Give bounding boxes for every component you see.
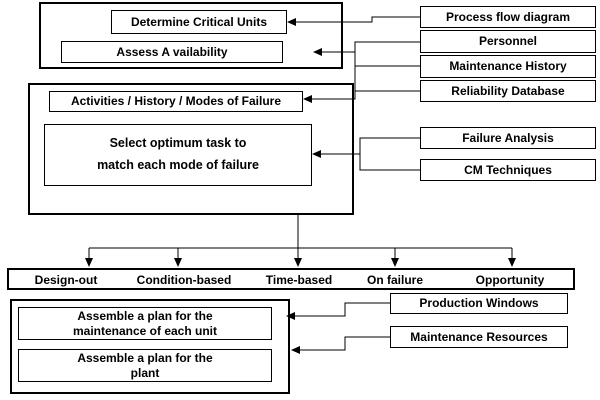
arrow-production-windows bbox=[286, 302, 390, 320]
process-flow-diagram-label: Process flow diagram bbox=[445, 9, 571, 24]
determine-critical-units-box: Determine Critical Units bbox=[111, 10, 287, 34]
arrow-activities bbox=[303, 91, 356, 103]
process-flow-diagram-box: Process flow diagram bbox=[420, 6, 596, 28]
activities-history-box: Activities / History / Modes of Failure bbox=[49, 91, 303, 112]
option-condition-based: Condition-based bbox=[136, 273, 232, 287]
maintenance-resources-label: Maintenance Resources bbox=[410, 329, 548, 344]
select-optimum-task-box: Select optimum task to match each mode o… bbox=[44, 124, 312, 186]
arrow-maintenance-resources bbox=[291, 336, 390, 354]
personnel-box: Personnel bbox=[420, 30, 596, 53]
plan-plant-box: Assemble a plan for the plant bbox=[18, 349, 272, 382]
production-windows-box: Production Windows bbox=[390, 293, 568, 314]
maintenance-resources-box: Maintenance Resources bbox=[390, 326, 568, 348]
assess-availability-label: Assess A vailability bbox=[116, 44, 228, 59]
option-time-based: Time-based bbox=[265, 273, 333, 287]
select-optimum-task-line2: match each mode of failure bbox=[97, 158, 259, 172]
plan-plant-line2: plant bbox=[130, 365, 160, 380]
bracket-failure-cm bbox=[359, 137, 420, 171]
determine-critical-units-label: Determine Critical Units bbox=[130, 14, 268, 29]
assess-availability-box: Assess A vailability bbox=[61, 41, 283, 63]
reliability-database-box: Reliability Database bbox=[420, 80, 596, 102]
select-optimum-task-line1: Select optimum task to bbox=[109, 136, 247, 151]
plan-each-unit-line2: maintenance of each unit bbox=[72, 323, 218, 338]
option-opportunity: Opportunity bbox=[475, 273, 545, 287]
cm-techniques-box: CM Techniques bbox=[420, 159, 596, 181]
options-bar bbox=[7, 268, 575, 290]
arrow-process-flow bbox=[287, 16, 420, 26]
plan-each-unit-line1: Assemble a plan for the bbox=[77, 308, 213, 323]
personnel-label: Personnel bbox=[478, 34, 538, 48]
production-windows-label: Production Windows bbox=[419, 296, 539, 310]
cm-techniques-label: CM Techniques bbox=[464, 162, 552, 177]
plan-plant-line1: Assemble a plan for the bbox=[77, 350, 213, 365]
reliability-database-label: Reliability Database bbox=[451, 83, 565, 98]
plan-each-unit-box: Assemble a plan for the maintenance of e… bbox=[18, 307, 272, 340]
maintenance-history-box: Maintenance History bbox=[420, 55, 596, 78]
maintenance-history-label: Maintenance History bbox=[449, 59, 567, 73]
option-on-failure: On failure bbox=[366, 273, 423, 287]
option-design-out: Design-out bbox=[34, 273, 98, 287]
activities-history-label: Activities / History / Modes of Failure bbox=[70, 94, 282, 108]
failure-analysis-box: Failure Analysis bbox=[420, 127, 596, 149]
failure-analysis-label: Failure Analysis bbox=[462, 130, 554, 145]
